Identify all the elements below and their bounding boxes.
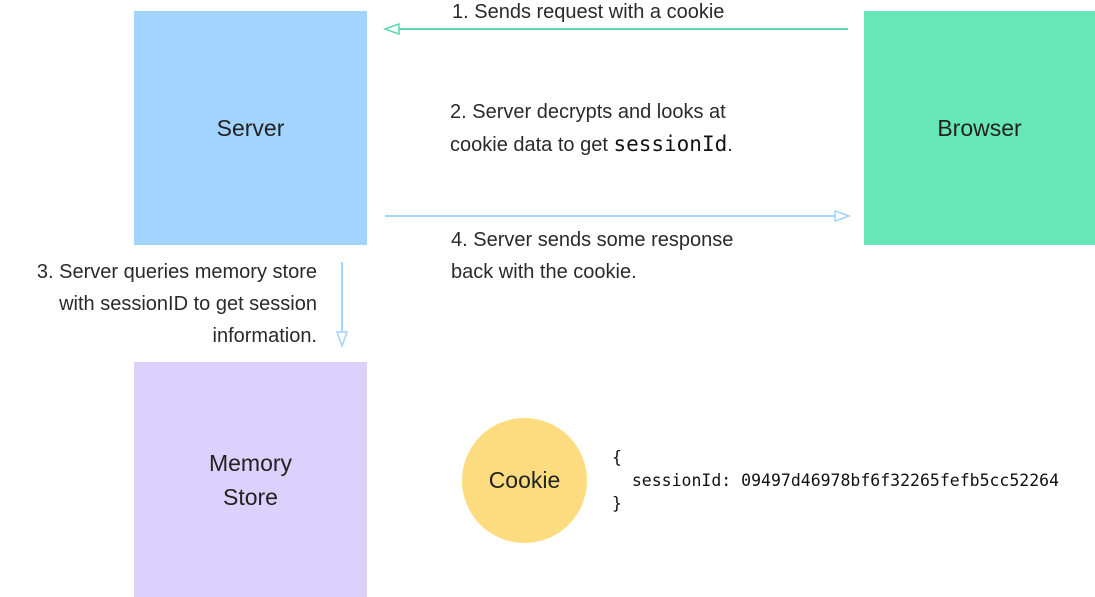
step4-line2: back with the cookie.: [451, 261, 637, 283]
memory-store-label-line1: Memory: [208, 449, 293, 476]
step4-line1: 4. Server sends some response: [451, 229, 734, 251]
step3-line3: information.: [212, 325, 318, 347]
step3-line2: with sessionID to get session: [59, 293, 317, 315]
step4-text: 4. Server sends some response back with …: [451, 224, 733, 288]
browser-label: Browser: [937, 114, 1022, 141]
cookie-json-value: 09497d46978bf6f32265fefb5cc52264: [741, 471, 1060, 490]
response-arrow: [385, 209, 852, 223]
cookie-json-key: sessionId:: [631, 471, 732, 490]
step3-text: 3. Server queries memory store with sess…: [0, 256, 317, 352]
server-label: Server: [216, 114, 285, 141]
cookie-json-open: {: [612, 448, 622, 467]
step1-text: 1. Sends request with a cookie: [452, 1, 725, 23]
cookie-label: Cookie: [488, 467, 561, 493]
request-arrow: [382, 22, 848, 36]
memory-store-node: Memory Store: [134, 362, 367, 597]
step2-text: 2. Server decrypts and looks at cookie d…: [450, 96, 733, 161]
browser-node: Browser: [864, 11, 1095, 245]
memory-store-label-line2: Store: [223, 483, 278, 510]
step2-line2-prefix: cookie data to get: [450, 134, 614, 156]
cookie-json-close: }: [612, 494, 622, 513]
server-node: Server: [134, 11, 367, 245]
cookie-json: { sessionId: 09497d46978bf6f32265fefb5cc…: [612, 446, 1059, 515]
step2-line2: cookie data to get sessionId.: [450, 128, 733, 161]
step2-line2-suffix: .: [727, 134, 733, 156]
step2-line1: 2. Server decrypts and looks at: [450, 101, 726, 123]
query-arrow: [335, 262, 349, 349]
cookie-node: Cookie: [462, 418, 587, 543]
session-id-code: sessionId: [613, 132, 728, 156]
step3-line1: 3. Server queries memory store: [36, 261, 317, 283]
memory-store-label: Memory Store: [209, 446, 292, 514]
